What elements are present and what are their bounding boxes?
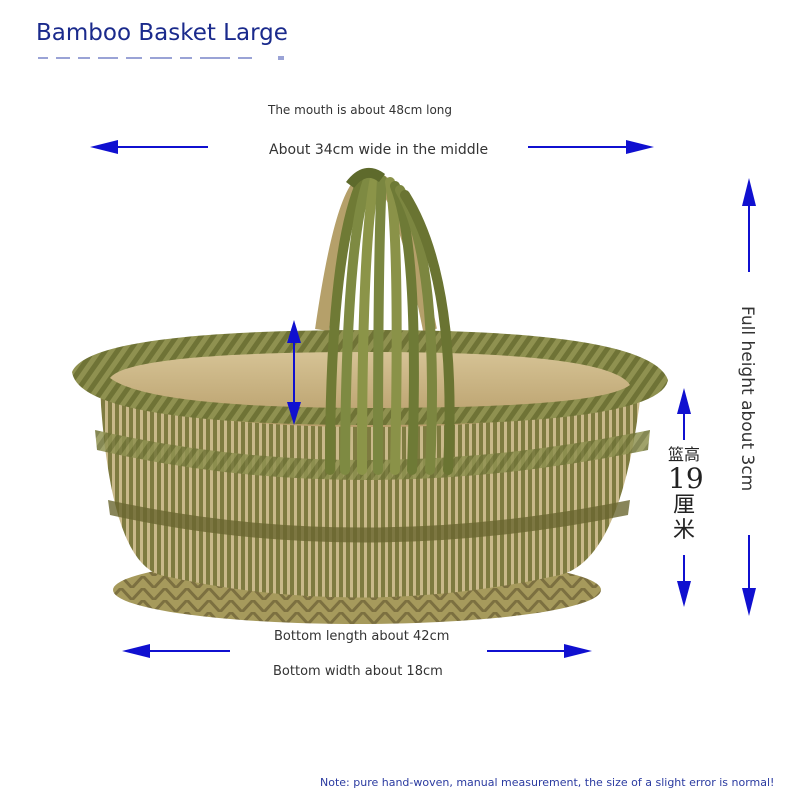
page-title: Bamboo Basket Large	[36, 20, 288, 46]
arrow-left-icon	[122, 644, 230, 658]
basket-height-caption: 篮高	[668, 445, 701, 464]
arrow-right-icon	[487, 644, 592, 658]
middle-width-label: About 34cm wide in the middle	[269, 142, 489, 158]
bottom-width-label: Bottom width about 18cm	[273, 664, 443, 679]
title-underline-decoration	[38, 56, 284, 60]
full-height-label: Full height about 3cm	[737, 306, 757, 492]
arrow-up-icon	[742, 178, 756, 272]
mouth-length-label: The mouth is about 48cm long	[268, 103, 453, 117]
rim-height-double-arrow-icon	[287, 320, 301, 425]
arrow-down-icon	[677, 555, 691, 607]
basket-height-value: 19	[668, 461, 704, 495]
arrow-left-icon	[90, 140, 208, 154]
basket-height-label: 篮高 19 厘 米	[668, 445, 704, 543]
arrow-right-icon	[528, 140, 654, 154]
basket-height-unit-2: 米	[672, 517, 695, 543]
footer-note: Note: pure hand-woven, manual measuremen…	[320, 776, 775, 789]
arrow-up-icon	[677, 388, 691, 440]
bottom-length-label: Bottom length about 42cm	[274, 629, 450, 644]
arrow-down-icon	[742, 535, 756, 616]
basket-height-unit-1: 厘	[672, 493, 695, 519]
